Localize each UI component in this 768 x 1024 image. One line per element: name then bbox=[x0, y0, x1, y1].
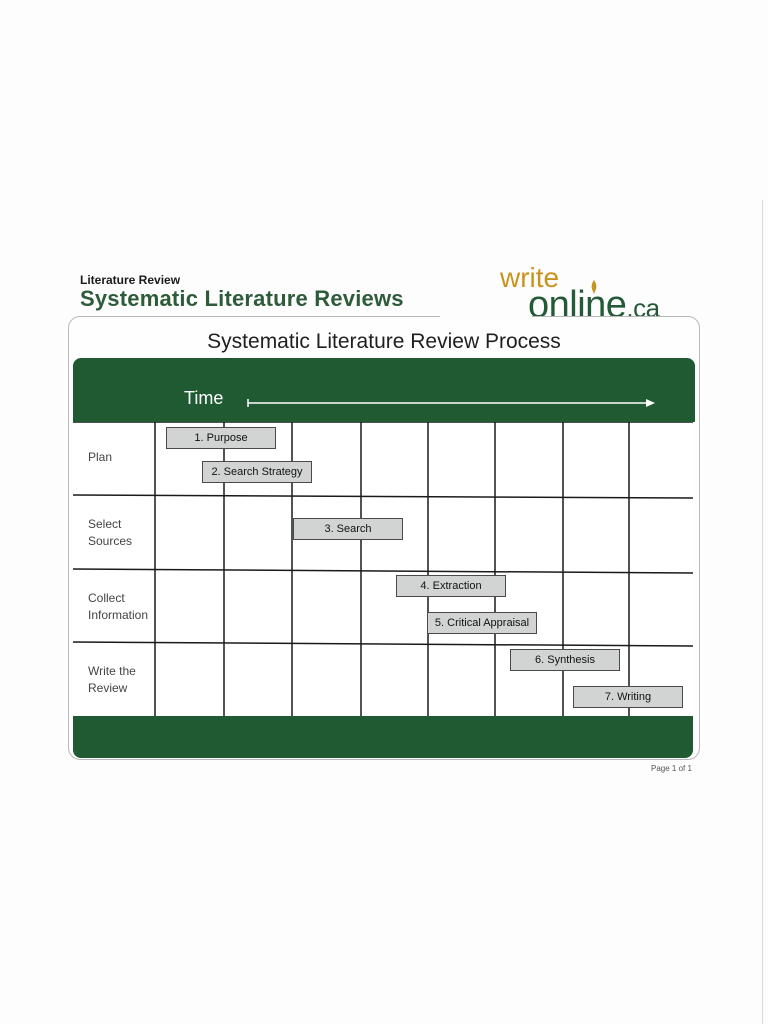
row-label-plan: Plan bbox=[88, 450, 113, 464]
time-label: Time bbox=[184, 388, 224, 408]
page-edge bbox=[762, 200, 763, 1024]
section-label: Literature Review bbox=[80, 273, 181, 287]
process-grid bbox=[73, 422, 693, 716]
task-bar: 4. Extraction bbox=[396, 575, 506, 597]
task-bar: 3. Search bbox=[293, 518, 403, 540]
task-bar: 7. Writing bbox=[573, 686, 683, 708]
page-number: Page 1 of 1 bbox=[651, 764, 692, 773]
task-bar: 6. Synthesis bbox=[510, 649, 620, 671]
timeline-header-band bbox=[73, 358, 695, 422]
task-bar: 5. Critical Appraisal bbox=[427, 612, 537, 634]
time-arrow-icon bbox=[247, 399, 655, 407]
pen-nib-icon bbox=[591, 280, 597, 294]
task-bar: 2. Search Strategy bbox=[202, 461, 312, 483]
row-label-select-sources: Select Sources bbox=[88, 517, 133, 548]
page-title: Systematic Literature Reviews bbox=[80, 286, 404, 311]
row-label-write-review: Write the Review bbox=[88, 664, 136, 695]
task-bar: 1. Purpose bbox=[166, 427, 276, 449]
timeline-footer-band bbox=[73, 716, 693, 758]
row-label-collect-information: Collect Information bbox=[88, 591, 149, 622]
logo-write-text: write bbox=[500, 262, 560, 293]
diagram-title: Systematic Literature Review Process bbox=[207, 330, 561, 353]
